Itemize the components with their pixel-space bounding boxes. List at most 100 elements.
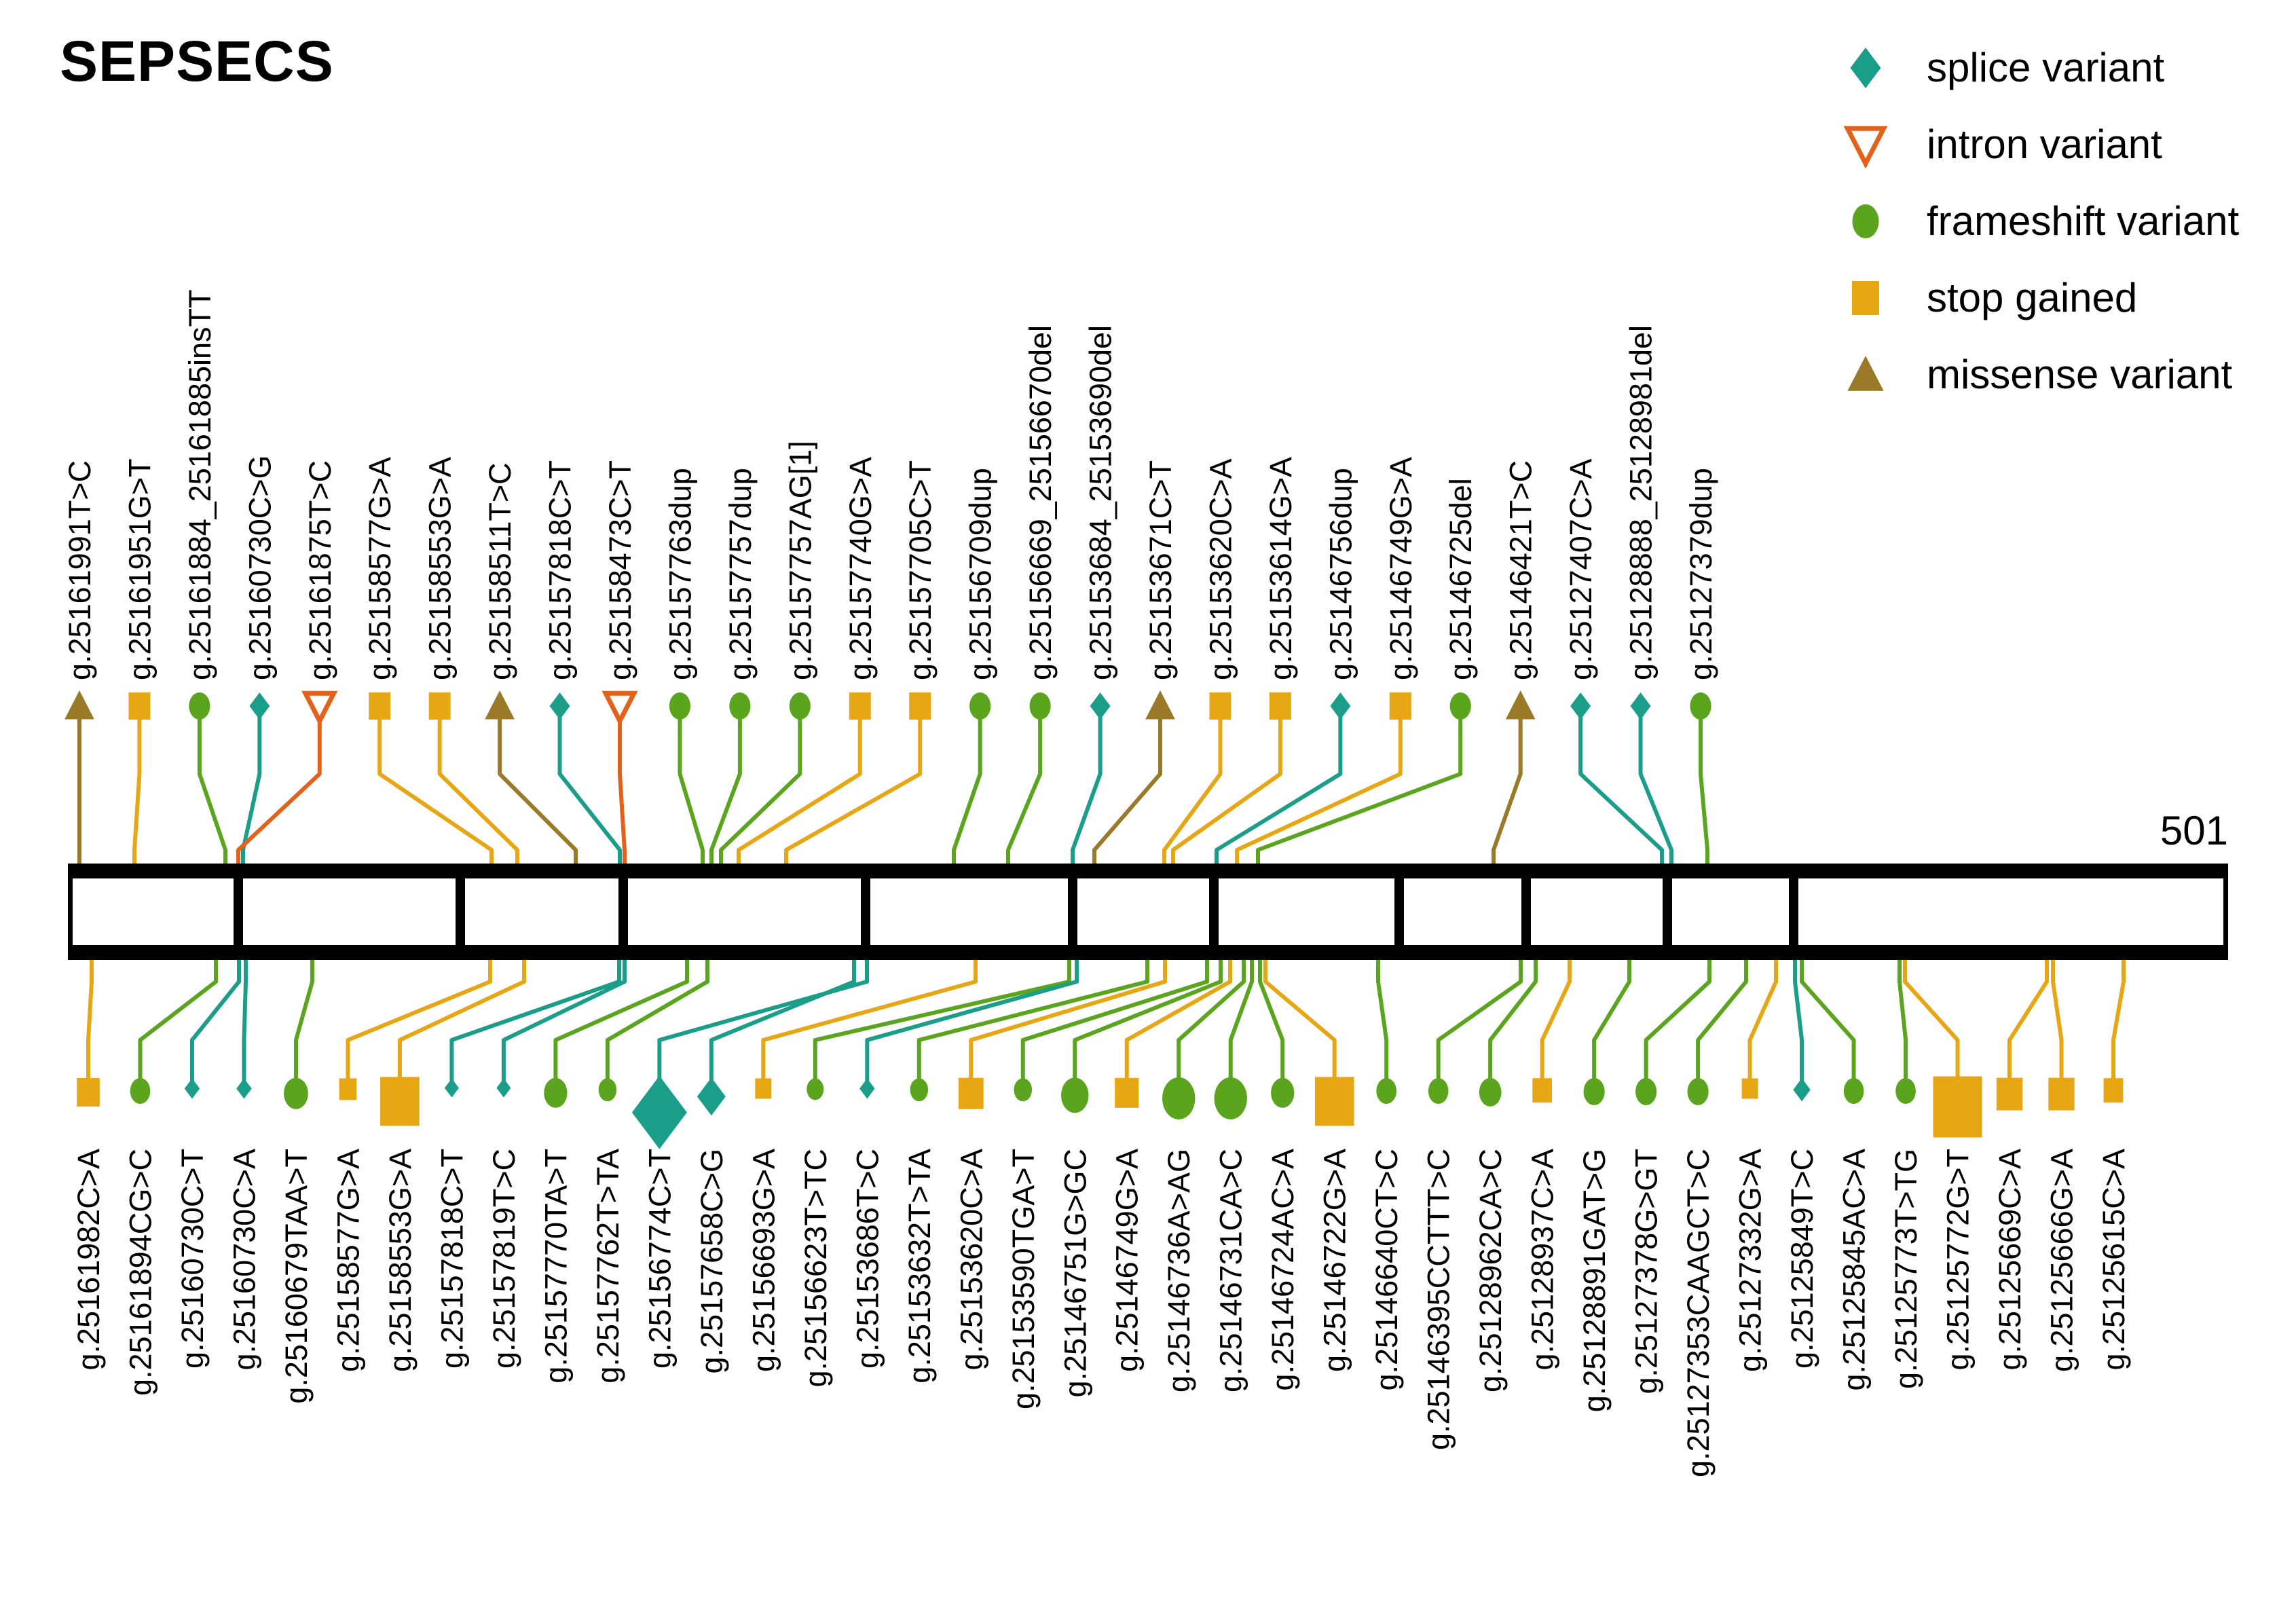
frameshift-marker-icon <box>544 1077 568 1108</box>
connector-line <box>1793 954 1804 1082</box>
frameshift-marker-icon <box>669 692 691 720</box>
frameshift-marker-icon <box>1428 1078 1449 1105</box>
exon-box <box>243 878 456 945</box>
connector-line <box>657 954 869 1082</box>
connector-line <box>1436 954 1523 1082</box>
frameshift-marker-icon <box>1690 692 1711 720</box>
variant-label-top: g.25127379dup <box>1684 468 1718 680</box>
connector-line <box>865 954 1079 1082</box>
connector-line <box>1376 954 1389 1082</box>
splice-marker-icon <box>1850 48 1881 88</box>
connector-line <box>138 954 218 1082</box>
variant-label-bottom: g.25125772G>T <box>1941 1149 1976 1371</box>
variant-label-bottom: g.25157770TA>T <box>538 1149 573 1384</box>
variant-label-top: g.25157757AG[1] <box>783 441 817 680</box>
connector-line <box>618 706 627 869</box>
exon-box <box>73 878 234 945</box>
variant-label-bottom: g.25127378G>GT <box>1629 1149 1664 1394</box>
connector-line <box>784 706 923 869</box>
connector-line <box>498 706 578 869</box>
exon-box <box>1672 878 1789 945</box>
variant-label-bottom: g.25128937C>A <box>1525 1149 1560 1371</box>
connector-line <box>1020 954 1209 1082</box>
variant-label-bottom: g.25125849T>C <box>1785 1149 1819 1369</box>
variant-label-bottom: g.25157762T>TA <box>591 1149 625 1384</box>
missense-marker-icon <box>485 690 515 720</box>
missense-marker-icon <box>1847 356 1884 391</box>
connector-line <box>449 954 621 1082</box>
exon-box <box>1404 878 1521 945</box>
splice-marker-icon <box>236 1078 252 1099</box>
connector-line <box>86 954 94 1082</box>
frameshift-marker-icon <box>130 1078 151 1105</box>
variant-label-bottom: g.25156774C>T <box>642 1149 677 1369</box>
frameshift-marker-icon <box>1014 1078 1033 1102</box>
connector-line <box>397 954 526 1082</box>
splice-marker-icon <box>1630 692 1651 720</box>
exon-box <box>1798 878 2223 945</box>
variant-label-bottom: g.25156693G>A <box>746 1149 781 1372</box>
connector-line <box>916 954 1149 1082</box>
frameshift-marker-icon <box>1214 1077 1247 1119</box>
frameshift-marker-icon <box>807 1078 824 1100</box>
stop-gained-marker-icon <box>369 692 391 720</box>
variant-label-bottom: g.25128962CA>C <box>1473 1149 1508 1392</box>
frameshift-marker-icon <box>1583 1078 1605 1105</box>
stop-gained-marker-icon <box>428 692 451 720</box>
splice-marker-icon <box>444 1078 459 1098</box>
stop-gained-marker-icon <box>1314 1077 1354 1126</box>
variant-label-top: g.25153614G>A <box>1263 457 1298 680</box>
variant-label-bottom: g.25146395CCTTT>C <box>1422 1149 1456 1450</box>
connector-line <box>132 706 142 869</box>
connector-line <box>437 706 519 869</box>
frameshift-marker-icon <box>1376 1078 1396 1105</box>
missense-marker-icon <box>64 690 94 720</box>
frameshift-marker-icon <box>1271 1077 1295 1108</box>
variant-label-top: g.25158511T>C <box>483 462 517 680</box>
exon-box <box>1531 878 1663 945</box>
connector-line <box>1488 954 1538 1082</box>
frameshift-marker-icon <box>969 692 991 720</box>
connector-line <box>189 954 241 1082</box>
variant-label-top: g.25128888_25128981del <box>1624 325 1659 680</box>
missense-marker-icon <box>1145 690 1175 720</box>
connector-line <box>293 954 314 1082</box>
variant-label-top: g.25156669_25156670del <box>1023 325 1058 680</box>
variant-label-top: g.25157763dup <box>663 468 697 680</box>
stop-gained-marker-icon <box>2103 1078 2124 1103</box>
connector-line <box>1071 706 1103 869</box>
connector-line <box>719 706 802 869</box>
connector-line <box>553 954 689 1082</box>
frameshift-marker-icon <box>1895 1078 1916 1105</box>
variant-label-top: g.25157705C>T <box>903 460 938 680</box>
variant-label-bottom: g.25146751G>GC <box>1058 1149 1092 1398</box>
variant-label-top: g.25157740G>A <box>843 457 878 680</box>
variant-label-bottom: g.25146736A>AG <box>1162 1149 1196 1392</box>
legend-item: intron variant <box>1843 122 2162 169</box>
connector-line <box>2111 954 2126 1082</box>
legend-item: frameshift variant <box>1852 198 2239 244</box>
connector-line <box>678 706 705 869</box>
connector-line <box>346 954 492 1082</box>
variant-label-top: g.25153620C>A <box>1203 458 1238 680</box>
connector-line <box>1492 706 1523 869</box>
variant-label-bottom: g.25127332G>A <box>1733 1149 1768 1372</box>
connector-line <box>1638 706 1673 869</box>
stop-gained-marker-icon <box>339 1078 357 1100</box>
frameshift-marker-icon <box>1843 1078 1864 1105</box>
connector-line <box>236 706 322 869</box>
intron-marker-icon <box>1843 126 1888 169</box>
legend-item: splice variant <box>1850 45 2164 90</box>
connector-line <box>1897 954 1908 1082</box>
variant-label-bottom: g.25127353CAAGCT>C <box>1681 1149 1716 1477</box>
splice-marker-icon <box>697 1077 726 1116</box>
connector-line <box>501 954 627 1082</box>
connector-line <box>737 706 862 869</box>
connector-line <box>761 954 978 1082</box>
stop-gained-marker-icon <box>77 1077 100 1107</box>
frameshift-marker-icon <box>189 692 210 720</box>
variant-label-bottom: g.25161982C>A <box>71 1149 106 1371</box>
